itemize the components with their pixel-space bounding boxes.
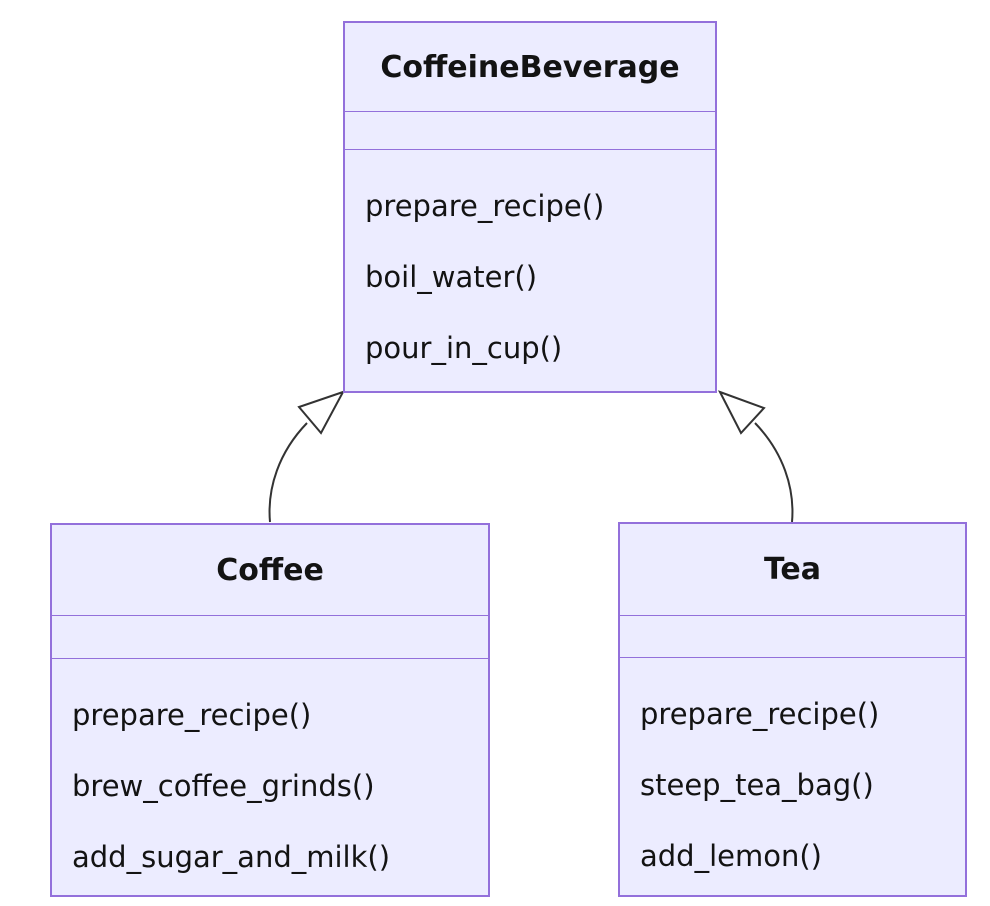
class-name: Coffee xyxy=(52,525,488,616)
class-node-coffee: Coffee prepare_recipe() brew_coffee_grin… xyxy=(50,523,490,897)
method-label: add_lemon() xyxy=(640,839,822,873)
attributes-compartment xyxy=(620,616,965,658)
inheritance-arrowhead-coffee-icon xyxy=(297,390,346,435)
class-node-tea: Tea prepare_recipe() steep_tea_bag() add… xyxy=(618,522,967,897)
method-label: add_sugar_and_milk() xyxy=(72,840,391,874)
attributes-compartment xyxy=(345,112,715,150)
method-label: prepare_recipe() xyxy=(365,189,605,223)
method-label: boil_water() xyxy=(365,260,538,294)
edge-tea-to-coffeinebeverage xyxy=(754,422,794,523)
method-label: pour_in_cup() xyxy=(365,331,563,365)
class-name: Tea xyxy=(620,524,965,616)
methods-compartment: prepare_recipe() boil_water() pour_in_cu… xyxy=(345,150,715,391)
edge-coffee-to-coffeinebeverage xyxy=(268,422,308,523)
class-name: CoffeineBeverage xyxy=(345,23,715,112)
class-node-coffeinebeverage: CoffeineBeverage prepare_recipe() boil_w… xyxy=(343,21,717,393)
method-label: prepare_recipe() xyxy=(640,697,880,731)
method-label: prepare_recipe() xyxy=(72,698,312,732)
methods-compartment: prepare_recipe() steep_tea_bag() add_lem… xyxy=(620,658,965,895)
method-label: brew_coffee_grinds() xyxy=(72,769,375,803)
methods-compartment: prepare_recipe() brew_coffee_grinds() ad… xyxy=(52,659,488,895)
attributes-compartment xyxy=(52,616,488,659)
method-label: steep_tea_bag() xyxy=(640,768,874,802)
inheritance-arrowhead-tea-icon xyxy=(717,390,766,435)
